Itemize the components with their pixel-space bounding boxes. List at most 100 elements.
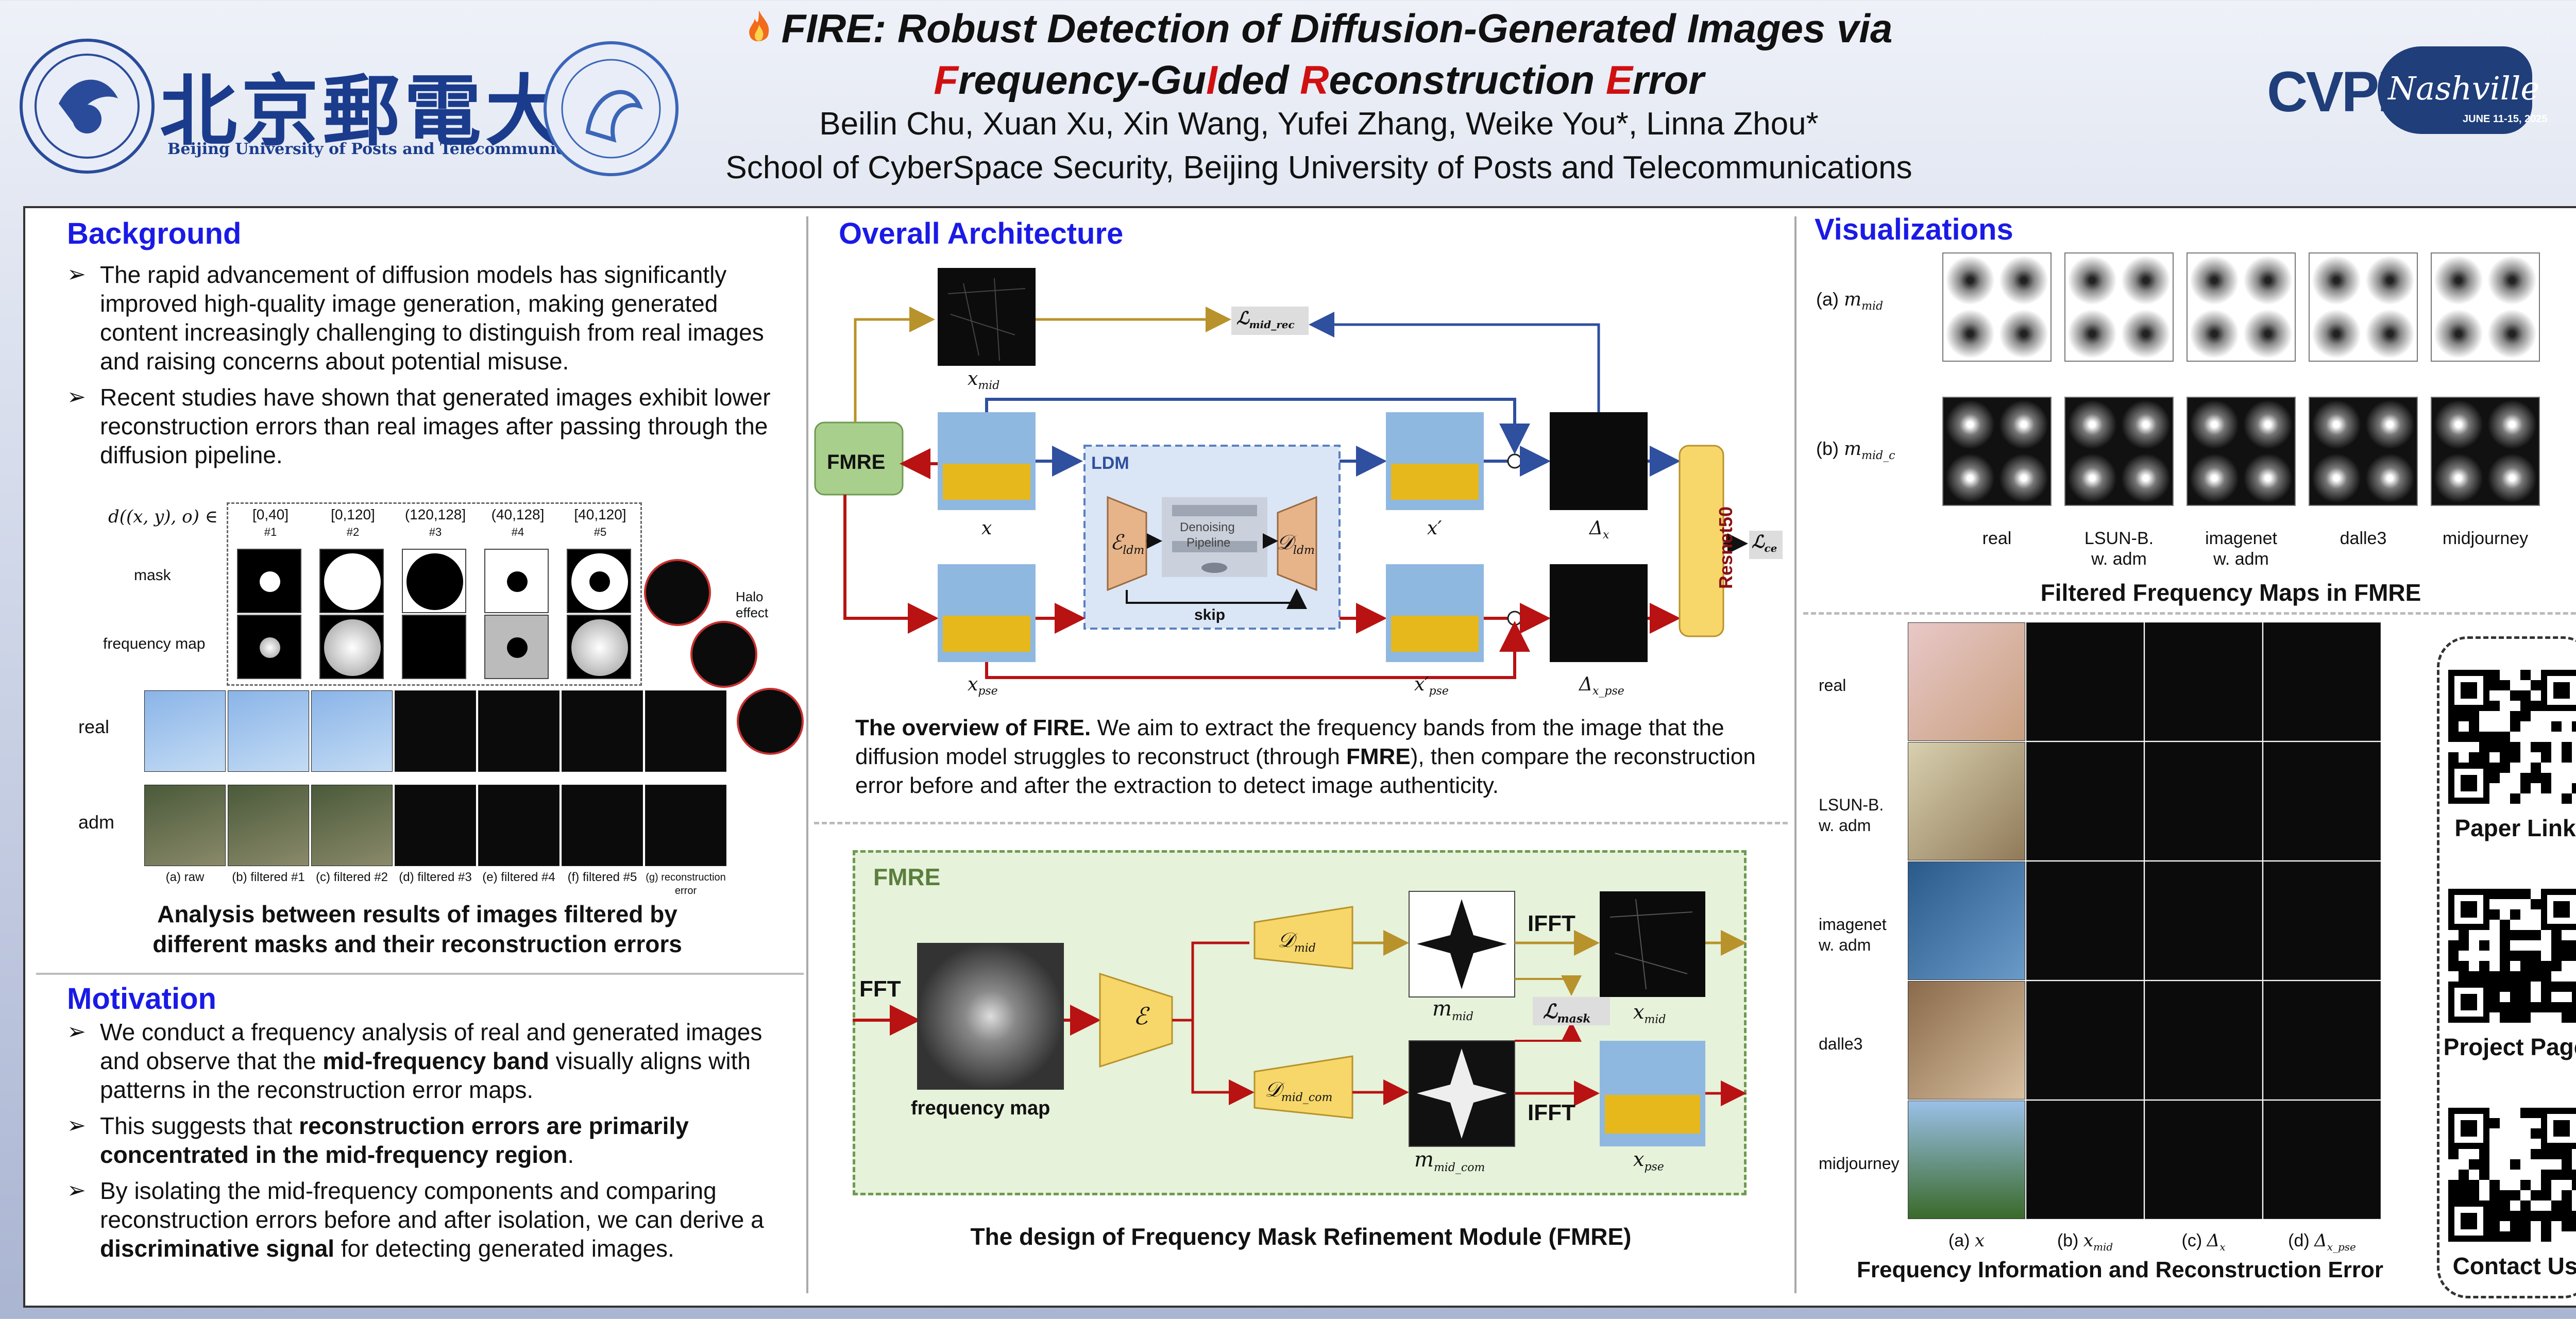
real-sample-tile xyxy=(478,690,560,772)
mask-id-label: #3 xyxy=(429,526,442,538)
mask-range-label: (40,128] xyxy=(491,506,545,522)
mask-row-label: mask xyxy=(134,567,171,584)
decoder-ldm-label: 𝒟ldm xyxy=(1277,531,1315,557)
x-label: x xyxy=(981,518,992,539)
adm-sample-tile xyxy=(144,785,226,866)
reconstruction-caption: Frequency Information and Reconstruction… xyxy=(1857,1257,2383,1282)
paper-link-label[interactable]: Paper Link xyxy=(2454,815,2576,841)
fmre-xpse-label: xpse xyxy=(1633,1148,1664,1174)
delta-pse-image xyxy=(1550,564,1648,662)
real-sample-tile xyxy=(228,690,309,772)
subtract-node-top xyxy=(1507,453,1522,469)
x-skip-arrow xyxy=(985,398,1530,454)
title-fragment: requency-Gu xyxy=(958,57,1207,103)
xmid-image xyxy=(938,268,1036,366)
gold-arrow-to-xmid xyxy=(854,307,935,422)
title-text: FIRE: Robust Detection of Diffusion-Gene… xyxy=(781,6,1893,51)
architecture-fmre-divider xyxy=(814,822,1788,824)
poster-title-line1: FIRE: Robust Detection of Diffusion-Gene… xyxy=(0,5,2576,52)
mmid-mask-tile xyxy=(2431,252,2540,362)
mask-circle xyxy=(507,571,528,592)
mask-quadrant xyxy=(2067,309,2117,359)
loss-rec-box xyxy=(1231,307,1309,335)
mask-quadrant xyxy=(2067,400,2117,449)
architecture-diagram xyxy=(814,268,1783,679)
fmre-encoder xyxy=(1099,972,1173,1068)
mask-quadrant xyxy=(2312,453,2361,503)
distance-formula: d((x, y), o) ∈ xyxy=(108,506,218,527)
contact-us-label[interactable]: Contact Us xyxy=(2452,1253,2576,1279)
halo-zoom-circle xyxy=(690,621,757,688)
recon-error-tile xyxy=(2026,861,2144,980)
mask-quadrant xyxy=(2487,400,2537,449)
analysis-column-label: (a) raw xyxy=(165,870,205,884)
title-fragment: ded xyxy=(1217,57,1300,103)
frequency-map-tile xyxy=(319,615,384,679)
mmidc-mask-tile xyxy=(2064,397,2174,506)
mask-range-label: [40,120] xyxy=(574,506,626,522)
visualization-column-label: real xyxy=(1982,529,2012,548)
frequency-map-label: frequency map xyxy=(911,1097,1050,1119)
recon-input-image xyxy=(1908,1101,2025,1219)
mask-quadrant xyxy=(2121,400,2171,449)
project-page-qr[interactable] xyxy=(2448,889,2576,1023)
ifft-label-2: IFFT xyxy=(1528,1100,1575,1125)
frequency-map-image xyxy=(917,943,1064,1090)
mask-quadrant xyxy=(2434,256,2483,305)
recon-error-tile xyxy=(2145,1101,2262,1219)
background-bullet-1: ➢The rapid advancement of diffusion mode… xyxy=(67,261,764,375)
mask-quadrant xyxy=(2243,256,2293,305)
title-fragment: R xyxy=(1300,57,1329,103)
recon-error-tile xyxy=(2026,742,2144,860)
encoder-ldm-label: ℰldm xyxy=(1110,531,1145,557)
frequency-map-tile xyxy=(237,615,301,679)
paper-link-qr[interactable] xyxy=(2448,670,2576,804)
contact-us-qr[interactable] xyxy=(2448,1108,2576,1242)
recon-column-label: (d) Δx_pse xyxy=(2288,1230,2356,1253)
mask-quadrant xyxy=(2312,256,2361,305)
frequency-map-tile xyxy=(402,615,466,679)
resnet50-block xyxy=(1679,445,1724,637)
architecture-caption: The overview of FIRE. We aim to extract … xyxy=(855,715,1756,798)
poster-title-line2: Frequency-GuIded Reconstruction Error xyxy=(0,57,2576,104)
analysis-column-label: (d) filtered #3 xyxy=(399,870,472,884)
real-sample-tile xyxy=(645,690,726,772)
mask-quadrant xyxy=(2121,453,2171,503)
project-page-label[interactable]: Project Page xyxy=(2443,1034,2576,1060)
conference-city: Nashville xyxy=(2388,70,2540,107)
mask-quadrant xyxy=(2365,256,2415,305)
mmidc-mask-tile xyxy=(2431,397,2540,506)
mask-tile xyxy=(402,549,466,613)
x-image-bus xyxy=(943,464,1030,500)
mask-id-label: #4 xyxy=(511,526,524,538)
mask-quadrant xyxy=(1945,256,1995,305)
m-mid-com-label: mmid_com xyxy=(1414,1148,1485,1174)
cvpr-logo: CVPR Nashville JUNE 11-15, 2025 xyxy=(2262,41,2550,144)
bullet-arrow-icon: ➢ xyxy=(67,1178,86,1203)
visualization-divider xyxy=(1803,612,2576,615)
frequency-circle xyxy=(260,637,280,658)
qr-finder xyxy=(2448,889,2489,930)
recon-error-tile xyxy=(2026,981,2144,1100)
mask-quadrant xyxy=(2243,453,2293,503)
background-title: Background xyxy=(67,217,242,250)
row-a-label: (a) mmid xyxy=(1816,289,1884,313)
mask-quadrant xyxy=(2365,453,2415,503)
architecture-title: Overall Architecture xyxy=(839,217,1124,250)
qr-finder xyxy=(2541,1108,2576,1149)
adm-sample-tile xyxy=(562,785,643,866)
m-mid-label: mmid xyxy=(1432,997,1473,1023)
motivation-title: Motivation xyxy=(67,982,216,1016)
filtered-maps-caption: Filtered Frequency Maps in FMRE xyxy=(2040,579,2421,606)
mmid-mask-tile xyxy=(1942,252,2052,362)
mask-inner-circle xyxy=(589,571,610,592)
mmid-mask-tile xyxy=(2187,252,2296,362)
recon-row-label: imagenet w. adm xyxy=(1819,915,1887,954)
mask-quadrant xyxy=(2243,400,2293,449)
mask-quadrant xyxy=(1999,256,2048,305)
qr-finder xyxy=(2448,982,2489,1023)
motivation-bullet-2: ➢This suggests that reconstruction error… xyxy=(67,1112,689,1168)
mask-range-label: [0,120] xyxy=(331,506,375,522)
real-sample-tile xyxy=(395,690,476,772)
recon-error-tile xyxy=(2026,1101,2144,1219)
